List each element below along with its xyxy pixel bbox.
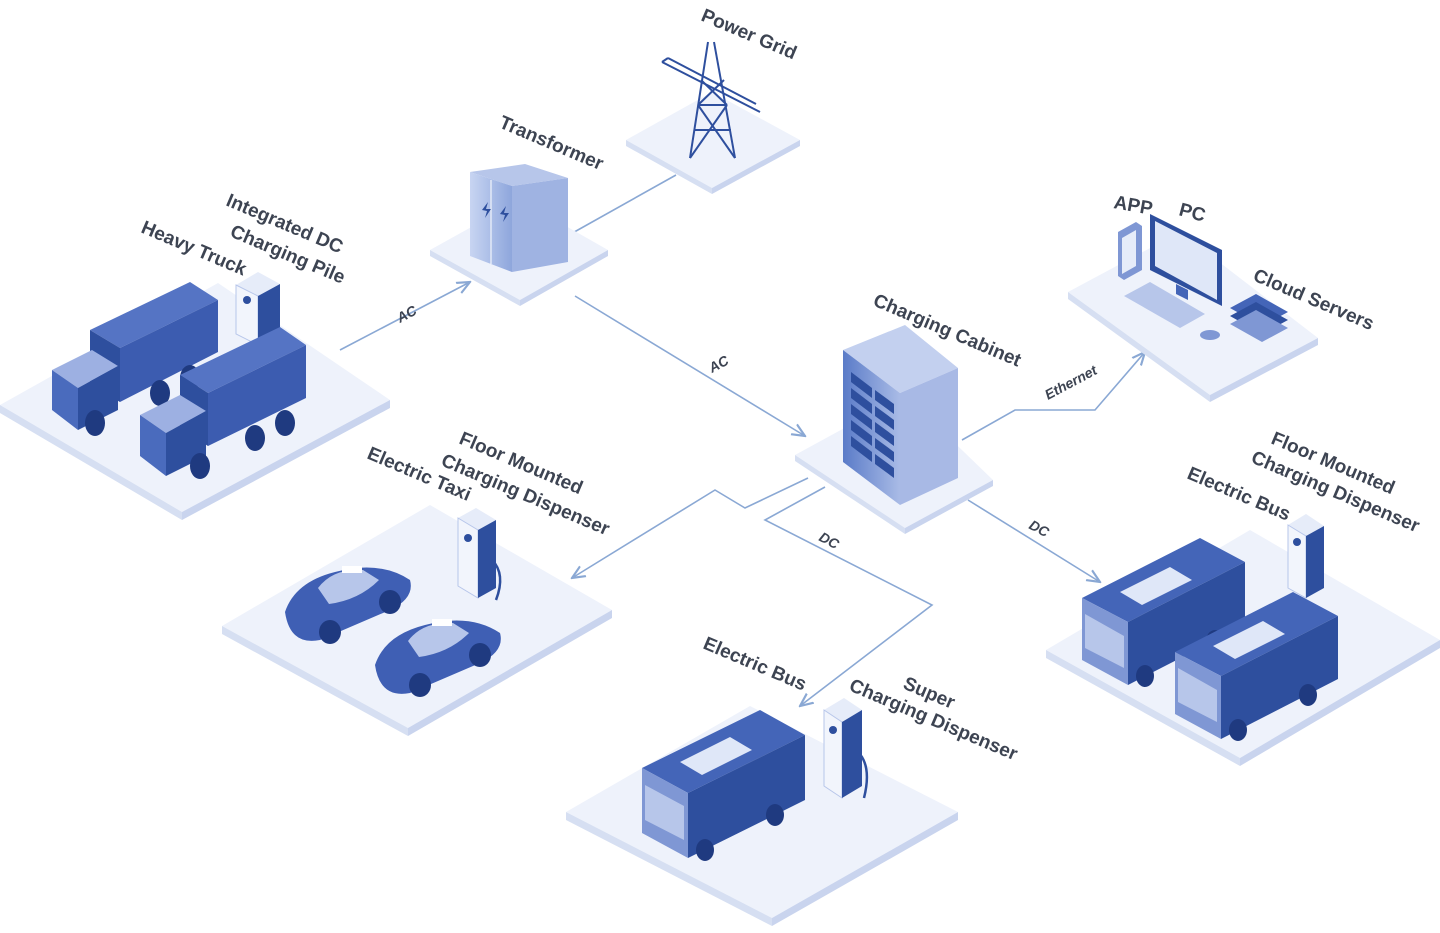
electric-taxi-icon-2 (375, 619, 501, 697)
floor-dispenser-icon (457, 508, 502, 601)
app-label: APP (1112, 192, 1154, 220)
cloud-server-icon (1230, 294, 1288, 342)
heavy-truck-icon-2 (140, 327, 306, 479)
ethernet-label: Ethernet (1042, 361, 1101, 402)
cloud-servers-node: APP PC Cloud Servers (1068, 192, 1377, 402)
charging-cabinet-node: Charging Cabinet (795, 290, 1025, 534)
electric-taxi-platform (222, 505, 612, 728)
line-cabinet-to-taxi (572, 477, 809, 578)
line-cabinet-to-servers (961, 352, 1145, 441)
power-grid-node: Power Grid (626, 5, 800, 194)
heavy-truck-node: Heavy Truck Integrated DC Charging Pile (0, 190, 390, 520)
pc-label: PC (1177, 200, 1208, 227)
pc-monitor-icon (1124, 214, 1222, 340)
power-grid-label: Power Grid (698, 5, 800, 64)
power-tower-icon (661, 41, 761, 159)
dc-label-right: DC (1027, 517, 1053, 541)
center-bus-node: Electric Bus Super Charging Dispenser (566, 633, 1021, 926)
line-cabinet-to-center-bus (763, 486, 934, 706)
electric-taxi-icon (285, 566, 411, 644)
transformer-label: Transformer (496, 112, 607, 175)
super-dispenser-icon (823, 698, 869, 799)
electric-bus-icon (642, 710, 805, 861)
line-transformer-to-cabinet (574, 295, 805, 436)
heavy-truck-icon (52, 282, 218, 436)
center-bus-label: Electric Bus (700, 633, 809, 695)
electric-bus-icon-right-2 (1175, 592, 1338, 741)
connection-lines (339, 174, 1145, 706)
electric-taxi-node: Floor Mounted Charging Dispenser Electri… (222, 428, 613, 736)
line-grid-to-transformer (560, 174, 677, 240)
transformer-box-icon (470, 164, 568, 272)
bus-floor-dispenser-icon (1287, 514, 1324, 599)
app-phone-icon (1118, 222, 1142, 280)
line-cabinet-to-right-bus (967, 499, 1100, 582)
right-bus-node: Floor Mounted Charging Dispenser Electri… (1046, 428, 1440, 766)
line-pile-to-transformer (339, 282, 470, 351)
transformer-node: Transformer (430, 112, 608, 306)
electric-bus-icon-right (1082, 538, 1245, 687)
charging-cabinet-icon (843, 325, 958, 505)
power-grid-platform (626, 92, 800, 188)
ac-label-truck: AC (393, 302, 420, 327)
ac-label-cabinet: AC (705, 352, 732, 377)
